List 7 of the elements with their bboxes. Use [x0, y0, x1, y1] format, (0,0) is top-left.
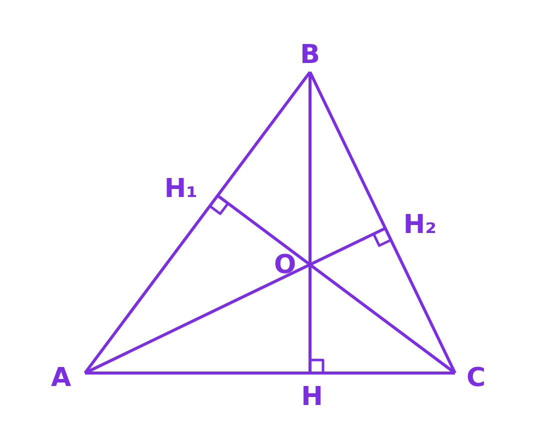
point-label: H₂ — [403, 212, 437, 238]
point-label: C — [466, 365, 486, 391]
point-label: H₁ — [164, 176, 198, 202]
point-label: B — [300, 42, 320, 68]
point-label: O — [274, 252, 296, 278]
point-label: A — [50, 365, 72, 391]
point-label: H — [301, 384, 323, 410]
